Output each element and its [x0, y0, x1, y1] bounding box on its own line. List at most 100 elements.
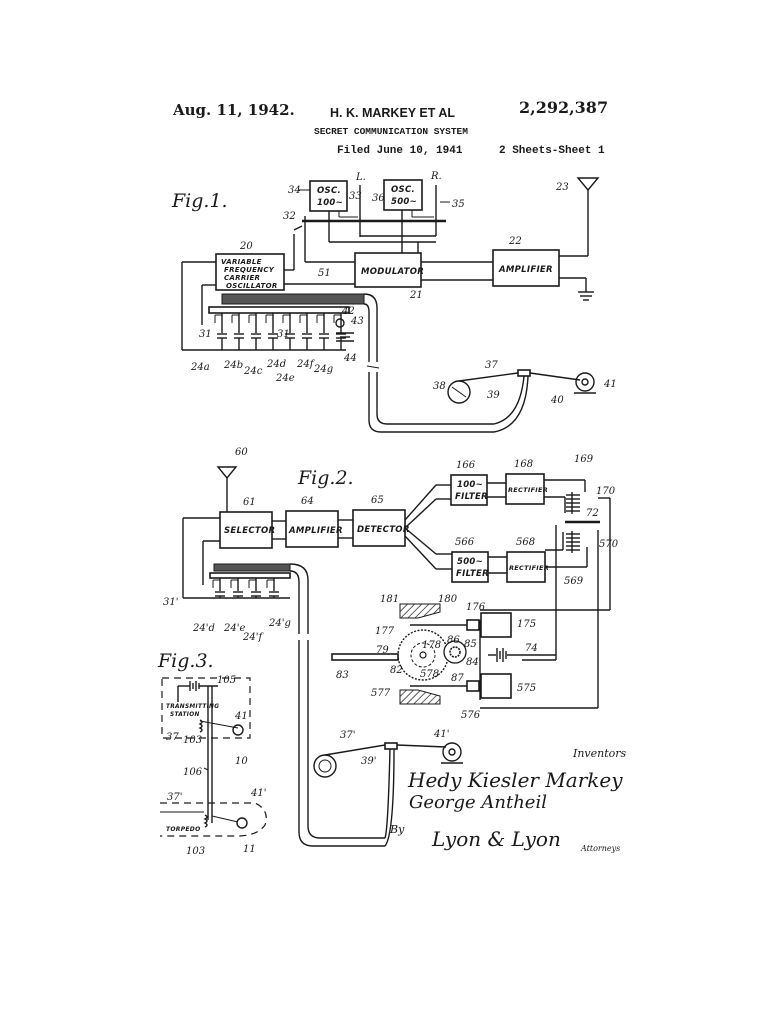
svg-text:24'e: 24'e: [223, 623, 245, 634]
svg-text:SELECTOR: SELECTOR: [224, 526, 275, 536]
ref-83: 83: [336, 670, 349, 681]
ref-31a: 31: [199, 329, 212, 340]
rectifier-block-2: RECTIFIER: [506, 551, 549, 583]
svg-text:DETECTOR: DETECTOR: [357, 525, 410, 535]
ref-568: 568: [516, 537, 535, 548]
ref-33: 33: [349, 191, 362, 202]
fig1-label: Fig.1.: [171, 190, 228, 212]
ref-105: 105: [217, 675, 236, 686]
oscillator-100-block: OSC. 100~: [309, 180, 348, 212]
switch-contact: [299, 313, 312, 350]
ref-41-prime: 41': [433, 729, 449, 740]
motor-41-fig3: [232, 724, 244, 736]
torpedo-label: TORPEDO: [166, 826, 201, 833]
ref-41: 41: [603, 379, 617, 390]
ref-87: 87: [451, 673, 464, 684]
relay-coil-569: [566, 531, 580, 553]
variable-frequency-oscillator-block: VARIABLE FREQUENCY CARRIER OSCILLATOR: [215, 253, 285, 291]
ref-85: 85: [464, 639, 477, 650]
ref-23: 23: [555, 182, 569, 193]
ref-577: 577: [371, 688, 391, 699]
ref-42: 42: [341, 306, 355, 317]
switch-contact: [231, 313, 244, 350]
ref-181: 181: [380, 594, 399, 605]
svg-text:24c: 24c: [243, 366, 263, 377]
ref-64: 64: [301, 496, 314, 507]
svg-text:AMPLIFIER: AMPLIFIER: [288, 526, 343, 536]
ref-570: 570: [599, 539, 619, 550]
switch-contact: [316, 313, 329, 350]
patent-number: 2,292,387: [519, 98, 609, 117]
switch-contact: [230, 578, 243, 598]
svg-text:100~: 100~: [317, 198, 343, 208]
amplifier-block-fig1: AMPLIFIER: [492, 249, 560, 287]
switch-contact: [333, 313, 346, 350]
attorneys-label: Attorneys: [580, 844, 620, 853]
solenoid-175: [480, 612, 512, 638]
ref-178: 178: [422, 640, 441, 651]
ref-41-fig3: 41: [234, 711, 248, 722]
switch-bank-fig2: [212, 578, 279, 598]
supply-roll-fig2: [313, 754, 337, 778]
ref-32: 32: [283, 211, 296, 222]
svg-text:24b: 24b: [223, 360, 243, 371]
ref-103b: 103: [186, 846, 205, 857]
svg-text:100~: 100~: [457, 480, 483, 490]
svg-text:24e: 24e: [275, 373, 295, 384]
capacitor-labels-fig2: 24'd 24'e 24'f 24'g: [192, 618, 291, 643]
inventor-2-signature: George Antheil: [409, 792, 547, 813]
motor-41-prime-fig3: [236, 817, 248, 829]
svg-text:24f: 24f: [296, 359, 316, 370]
svg-text:FILTER: FILTER: [456, 569, 489, 579]
ref-38: 38: [433, 381, 446, 392]
ref-R: R.: [430, 171, 442, 182]
ref-37-prime: 37': [340, 730, 355, 741]
inventor-1-signature: Hedy Kiesler Markey: [407, 768, 623, 792]
by-label: By: [389, 823, 405, 836]
ref-L: L.: [355, 172, 366, 183]
svg-text:RECTIFIER: RECTIFIER: [509, 564, 549, 572]
ref-578: 578: [420, 669, 439, 680]
ref-61: 61: [243, 497, 256, 508]
ref-175: 175: [517, 619, 536, 630]
ref-168: 168: [514, 459, 533, 470]
gear-85: [443, 640, 467, 664]
ref-36: 36: [372, 193, 385, 204]
svg-text:24'f: 24'f: [242, 632, 264, 643]
filter-500-block: 500~ FILTER: [451, 551, 489, 583]
ref-39: 39: [487, 390, 500, 401]
switch-contact: [248, 578, 261, 598]
capacitor-labels-fig1: 24a 24b 24c 24d 24e 24f 24g: [190, 359, 333, 384]
attorney-signature: Lyon & Lyon: [431, 827, 561, 851]
ref-31b: 31: [277, 329, 290, 340]
ref-569: 569: [564, 576, 584, 587]
oscillator-500-block: OSC. 500~: [383, 179, 423, 211]
perforated-roll-51: [221, 293, 365, 305]
filter-100-block: 100~ FILTER: [450, 474, 488, 506]
svg-text:OSC.: OSC.: [317, 186, 341, 196]
svg-text:500~: 500~: [457, 557, 483, 567]
ref-44: 44: [343, 353, 357, 364]
filed-date: Filed June 10, 1941: [337, 145, 463, 157]
ref-22: 22: [508, 236, 522, 247]
svg-text:STATION: STATION: [170, 712, 200, 718]
svg-text:OSC.: OSC.: [391, 185, 415, 195]
svg-text:OSCILLATOR: OSCILLATOR: [226, 282, 278, 290]
svg-text:24a: 24a: [190, 362, 210, 373]
ref-169: 169: [574, 454, 594, 465]
svg-text:24'g: 24'g: [268, 618, 291, 629]
inventor-heading: H. K. MARKEY ET AL: [330, 106, 456, 120]
patent-date: Aug. 11, 1942.: [173, 101, 295, 119]
ref-10: 10: [235, 756, 248, 767]
ref-39-prime: 39': [361, 756, 376, 767]
solenoid-575: [480, 673, 512, 699]
switch-bank-fig1: [214, 313, 346, 350]
ref-20: 20: [239, 241, 253, 252]
ref-166: 166: [456, 460, 476, 471]
motor-41-prime: [442, 742, 462, 762]
switch-contact: [266, 578, 279, 598]
ref-566: 566: [455, 537, 475, 548]
hatched-block-bottom: [399, 689, 441, 705]
